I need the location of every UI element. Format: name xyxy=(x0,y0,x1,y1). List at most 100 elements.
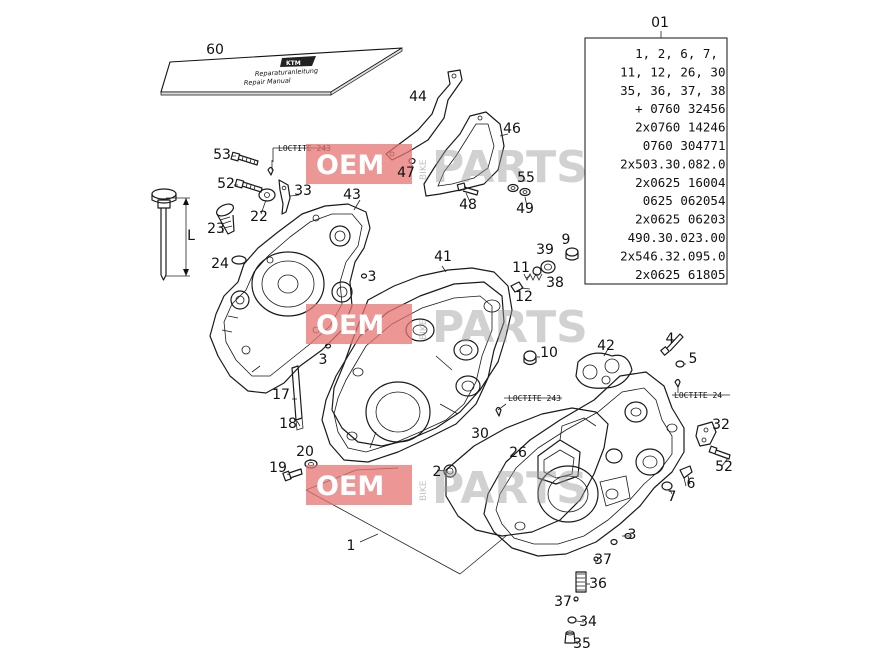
callout-c18: 18 xyxy=(279,416,297,432)
callout-c22: 22 xyxy=(250,209,268,225)
svg-text:PARTS: PARTS xyxy=(432,302,588,353)
washer-5 xyxy=(675,360,685,368)
callout-c52a: 52 xyxy=(217,176,235,192)
callout-c41: 41 xyxy=(434,249,452,265)
dowel-17 xyxy=(291,365,304,431)
parts-list-box: 1, 2, 6, 7, 911, 12, 26, 30,35, 36, 37, … xyxy=(584,31,733,285)
parts-list-line: 490.30.023.000 xyxy=(628,230,733,245)
ring-7 xyxy=(661,481,673,491)
callout-c47: 47 xyxy=(397,165,415,181)
callout-c3c: 3 xyxy=(628,527,637,543)
bolt-52-upper xyxy=(234,178,263,193)
callout-c49: 49 xyxy=(516,201,534,217)
dipstick xyxy=(151,188,190,281)
callout-c30: 30 xyxy=(471,426,489,442)
callout-c33: 33 xyxy=(294,183,312,199)
parts-list-line: 2x0625 062034 xyxy=(635,212,733,227)
callout-c7: 7 xyxy=(668,489,677,505)
parts-list-line: 2x0625 618050 xyxy=(635,267,733,282)
svg-text:BIKE: BIKE xyxy=(419,159,429,180)
cover-46 xyxy=(423,111,509,197)
manual-title-line1: Reparaturanleitung xyxy=(255,67,319,78)
parts-list-lines: 1, 2, 6, 7, 911, 12, 26, 30,35, 36, 37, … xyxy=(620,46,733,282)
callout-c42: 42 xyxy=(597,338,615,354)
clamp-32 xyxy=(695,421,717,447)
callout-c24: 24 xyxy=(211,256,229,272)
callout-c44: 44 xyxy=(409,89,427,105)
breather-6 xyxy=(679,465,693,487)
bolt-4 xyxy=(660,333,684,356)
callout-c17: 17 xyxy=(272,387,290,403)
svg-text:OEM: OEM xyxy=(316,471,384,502)
callout-c37b: 37 xyxy=(554,594,572,610)
callout-c2: 2 xyxy=(433,464,442,480)
parts-list-line: 2x503.30.082.00 xyxy=(620,156,733,171)
svg-text:OEM: OEM xyxy=(316,310,384,341)
callout-c9: 9 xyxy=(562,232,571,248)
callout-c3a: 3 xyxy=(368,269,377,285)
gasket-41 xyxy=(331,265,513,447)
loctite-text-loc3: LOCTITE 24 xyxy=(674,391,722,400)
callout-c6: 6 xyxy=(687,476,696,492)
callout-c34: 34 xyxy=(579,614,597,630)
clamp-33 xyxy=(278,179,291,215)
callout-c52b: 52 xyxy=(715,459,733,475)
watermark-top: OEM BIKE PARTS xyxy=(306,142,588,193)
callout-c20: 20 xyxy=(296,444,314,460)
callout-c35: 35 xyxy=(573,636,591,652)
parts-list-line: 2x546.32.095.00 xyxy=(620,248,733,263)
callout-c39: 39 xyxy=(536,242,554,258)
callout-c48: 48 xyxy=(459,197,477,213)
callout-c5: 5 xyxy=(689,351,698,367)
callout-c4: 4 xyxy=(666,331,675,347)
svg-text:BIKE: BIKE xyxy=(419,480,429,501)
callout-c11: 11 xyxy=(512,260,530,276)
plug-35 xyxy=(564,630,576,644)
callout-cL: L xyxy=(187,228,195,244)
gasket-26 xyxy=(445,407,609,537)
fitting-30 xyxy=(495,403,507,417)
callout-c23: 23 xyxy=(207,221,225,237)
callout-c43: 43 xyxy=(343,187,361,203)
parts-list-line: 0760 304771, xyxy=(643,138,733,153)
parts-list-line: 11, 12, 26, 30, xyxy=(620,64,733,79)
washer-55 xyxy=(507,183,519,193)
callout-c53: 53 xyxy=(213,147,231,163)
bushing-10 xyxy=(523,350,537,366)
callout-c26: 26 xyxy=(509,445,527,461)
parts-list-line: + 0760 324565 xyxy=(635,101,733,116)
parts-list-line: 2x0760 142460 xyxy=(635,120,733,135)
watermark-bottom: OEM BIKE PARTS xyxy=(306,463,588,514)
ball-37-lower xyxy=(573,596,579,602)
oil-filler-plug xyxy=(215,203,247,265)
spring-11 xyxy=(523,273,543,281)
parts-list-line: 35, 36, 37, 38, xyxy=(620,83,733,98)
loctite-text-loc2: LOCTITE 243 xyxy=(508,394,561,403)
seal-39 xyxy=(540,260,556,274)
crankcase-left-half xyxy=(321,281,505,463)
parts-list-line: 2x0625 160040 xyxy=(635,175,733,190)
fitting-5b xyxy=(674,378,681,393)
washer-34 xyxy=(567,616,577,624)
repair-manual: KTM Reparaturanleitung Repair Manual xyxy=(160,47,403,96)
callout-c36: 36 xyxy=(589,576,607,592)
callout-c37a: 37 xyxy=(594,552,612,568)
callout-leaders xyxy=(232,155,729,645)
ignition-cover xyxy=(209,199,371,394)
manual-title-line2: Repair Manual xyxy=(244,77,291,87)
callout-c19: 19 xyxy=(269,460,287,476)
callout-c38: 38 xyxy=(546,275,564,291)
svg-text:OEM: OEM xyxy=(316,150,384,181)
plug-9 xyxy=(565,247,579,261)
callout-c46: 46 xyxy=(503,121,521,137)
washer-49 xyxy=(519,187,531,197)
bolt-53 xyxy=(230,151,259,166)
bolt-52-lower xyxy=(708,445,731,460)
callout-c3b: 3 xyxy=(319,352,328,368)
cover-fitting-22 xyxy=(258,160,276,202)
watermark-middle: OEM BIKE PARTS xyxy=(306,302,588,353)
ball-37-upper xyxy=(593,556,599,562)
spring-36 xyxy=(575,571,587,593)
